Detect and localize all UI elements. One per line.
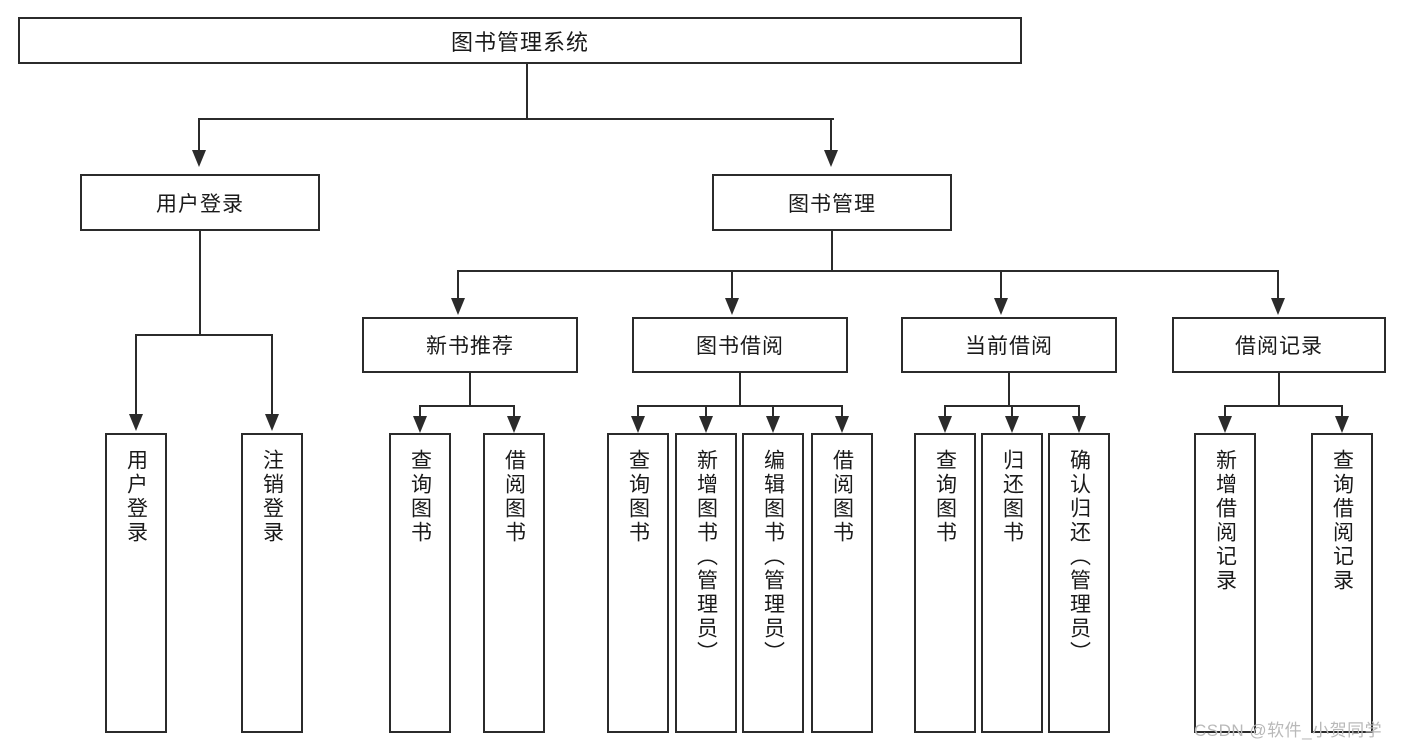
leaf-current-borrow-3[interactable]: 确认归还（管理员） xyxy=(1048,433,1110,733)
connector-book-borrow-bar xyxy=(637,405,843,407)
node-book-borrow[interactable]: 图书借阅 xyxy=(632,317,848,373)
leaf-label: 查询借阅记录 xyxy=(1330,449,1354,593)
node-label: 图书管理 xyxy=(788,192,876,216)
leaf-label: 借阅图书 xyxy=(502,449,526,545)
node-user-login[interactable]: 用户登录 xyxy=(80,174,320,231)
arrow-new-book-to-leaf-2 xyxy=(507,416,521,433)
leaf-book-borrow-3[interactable]: 编辑图书（管理员） xyxy=(742,433,804,733)
connector-bm-to-borrow-record xyxy=(1277,270,1279,300)
arrow-cb-to-leaf-3 xyxy=(1072,416,1086,433)
leaf-label: 确认归还（管理员） xyxy=(1067,449,1091,665)
node-book-management[interactable]: 图书管理 xyxy=(712,174,952,231)
leaf-new-book-1[interactable]: 查询图书 xyxy=(389,433,451,733)
connector-root-to-user-login xyxy=(198,118,200,152)
connector-new-book-to-leaf-2 xyxy=(513,405,515,418)
connector-br-to-leaf-2 xyxy=(1341,405,1343,418)
arrow-bb-to-leaf-2 xyxy=(699,416,713,433)
connector-user-login-stem xyxy=(199,231,201,335)
leaf-book-borrow-4[interactable]: 借阅图书 xyxy=(811,433,873,733)
node-label: 图书管理系统 xyxy=(450,29,589,55)
leaf-label: 用户登录 xyxy=(124,449,148,545)
leaf-label: 新增图书（管理员） xyxy=(694,449,718,665)
connector-user-login-to-leaf-1 xyxy=(135,334,137,416)
connector-bb-to-leaf-3 xyxy=(772,405,774,418)
arrow-bb-to-leaf-4 xyxy=(835,416,849,433)
leaf-label: 查询图书 xyxy=(626,449,650,545)
leaf-new-book-2[interactable]: 借阅图书 xyxy=(483,433,545,733)
connector-root-stem xyxy=(526,64,528,119)
arrow-new-book-to-leaf-1 xyxy=(413,416,427,433)
node-label: 借阅记录 xyxy=(1235,335,1323,358)
leaf-borrow-record-2[interactable]: 查询借阅记录 xyxy=(1311,433,1373,733)
connector-br-to-leaf-1 xyxy=(1224,405,1226,418)
connector-new-book-stem xyxy=(469,373,471,407)
node-current-borrow[interactable]: 当前借阅 xyxy=(901,317,1117,373)
connector-cb-to-leaf-1 xyxy=(944,405,946,418)
leaf-label: 归还图书 xyxy=(1000,449,1024,545)
leaf-current-borrow-2[interactable]: 归还图书 xyxy=(981,433,1043,733)
connector-user-login-to-leaf-2 xyxy=(271,334,273,416)
connector-root-bar xyxy=(198,118,834,120)
node-label: 新书推荐 xyxy=(426,335,514,358)
connector-borrow-record-bar xyxy=(1224,405,1342,407)
connector-bb-to-leaf-1 xyxy=(637,405,639,418)
arrow-root-to-user-login xyxy=(192,150,206,167)
leaf-current-borrow-1[interactable]: 查询图书 xyxy=(914,433,976,733)
arrow-bb-to-leaf-1 xyxy=(631,416,645,433)
arrow-bm-to-new-book xyxy=(451,298,465,315)
arrow-root-to-book-management xyxy=(824,150,838,167)
leaf-book-borrow-2[interactable]: 新增图书（管理员） xyxy=(675,433,737,733)
arrow-br-to-leaf-2 xyxy=(1335,416,1349,433)
connector-cb-to-leaf-3 xyxy=(1078,405,1080,418)
arrow-bb-to-leaf-3 xyxy=(766,416,780,433)
arrow-bm-to-book-borrow xyxy=(725,298,739,315)
leaf-borrow-record-1[interactable]: 新增借阅记录 xyxy=(1194,433,1256,733)
leaf-label: 借阅图书 xyxy=(830,449,854,545)
leaf-label: 注销登录 xyxy=(260,449,284,545)
connector-bb-to-leaf-4 xyxy=(841,405,843,418)
arrow-cb-to-leaf-1 xyxy=(938,416,952,433)
leaf-label: 查询图书 xyxy=(933,449,957,545)
node-new-book-recommend[interactable]: 新书推荐 xyxy=(362,317,578,373)
node-borrow-record[interactable]: 借阅记录 xyxy=(1172,317,1386,373)
arrow-user-login-to-leaf-2 xyxy=(265,414,279,431)
connector-bm-to-new-book xyxy=(457,270,459,300)
leaf-book-borrow-1[interactable]: 查询图书 xyxy=(607,433,669,733)
connector-book-borrow-stem xyxy=(739,373,741,407)
arrow-br-to-leaf-1 xyxy=(1218,416,1232,433)
arrow-bm-to-borrow-record xyxy=(1271,298,1285,315)
leaf-user-login-1[interactable]: 用户登录 xyxy=(105,433,167,733)
connector-root-to-book-management xyxy=(830,118,832,152)
arrow-bm-to-current-borrow xyxy=(994,298,1008,315)
node-label: 图书借阅 xyxy=(696,335,784,358)
node-label: 用户登录 xyxy=(156,192,244,216)
connector-book-management-stem xyxy=(831,231,833,271)
connector-cb-to-leaf-2 xyxy=(1011,405,1013,418)
node-root-book-management-system[interactable]: 图书管理系统 xyxy=(18,17,1022,64)
arrow-user-login-to-leaf-1 xyxy=(129,414,143,431)
connector-current-borrow-stem xyxy=(1008,373,1010,407)
connector-new-book-bar xyxy=(419,405,515,407)
leaf-user-login-2[interactable]: 注销登录 xyxy=(241,433,303,733)
connector-bb-to-leaf-2 xyxy=(705,405,707,418)
connector-bm-to-book-borrow xyxy=(731,270,733,300)
connector-user-login-bar xyxy=(135,334,273,336)
connector-new-book-to-leaf-1 xyxy=(419,405,421,418)
node-label: 当前借阅 xyxy=(965,335,1053,358)
connector-borrow-record-stem xyxy=(1278,373,1280,407)
connector-book-management-bar xyxy=(457,270,1279,272)
connector-bm-to-current-borrow xyxy=(1000,270,1002,300)
leaf-label: 新增借阅记录 xyxy=(1213,449,1237,593)
leaf-label: 编辑图书（管理员） xyxy=(761,449,785,665)
arrow-cb-to-leaf-2 xyxy=(1005,416,1019,433)
leaf-label: 查询图书 xyxy=(408,449,432,545)
